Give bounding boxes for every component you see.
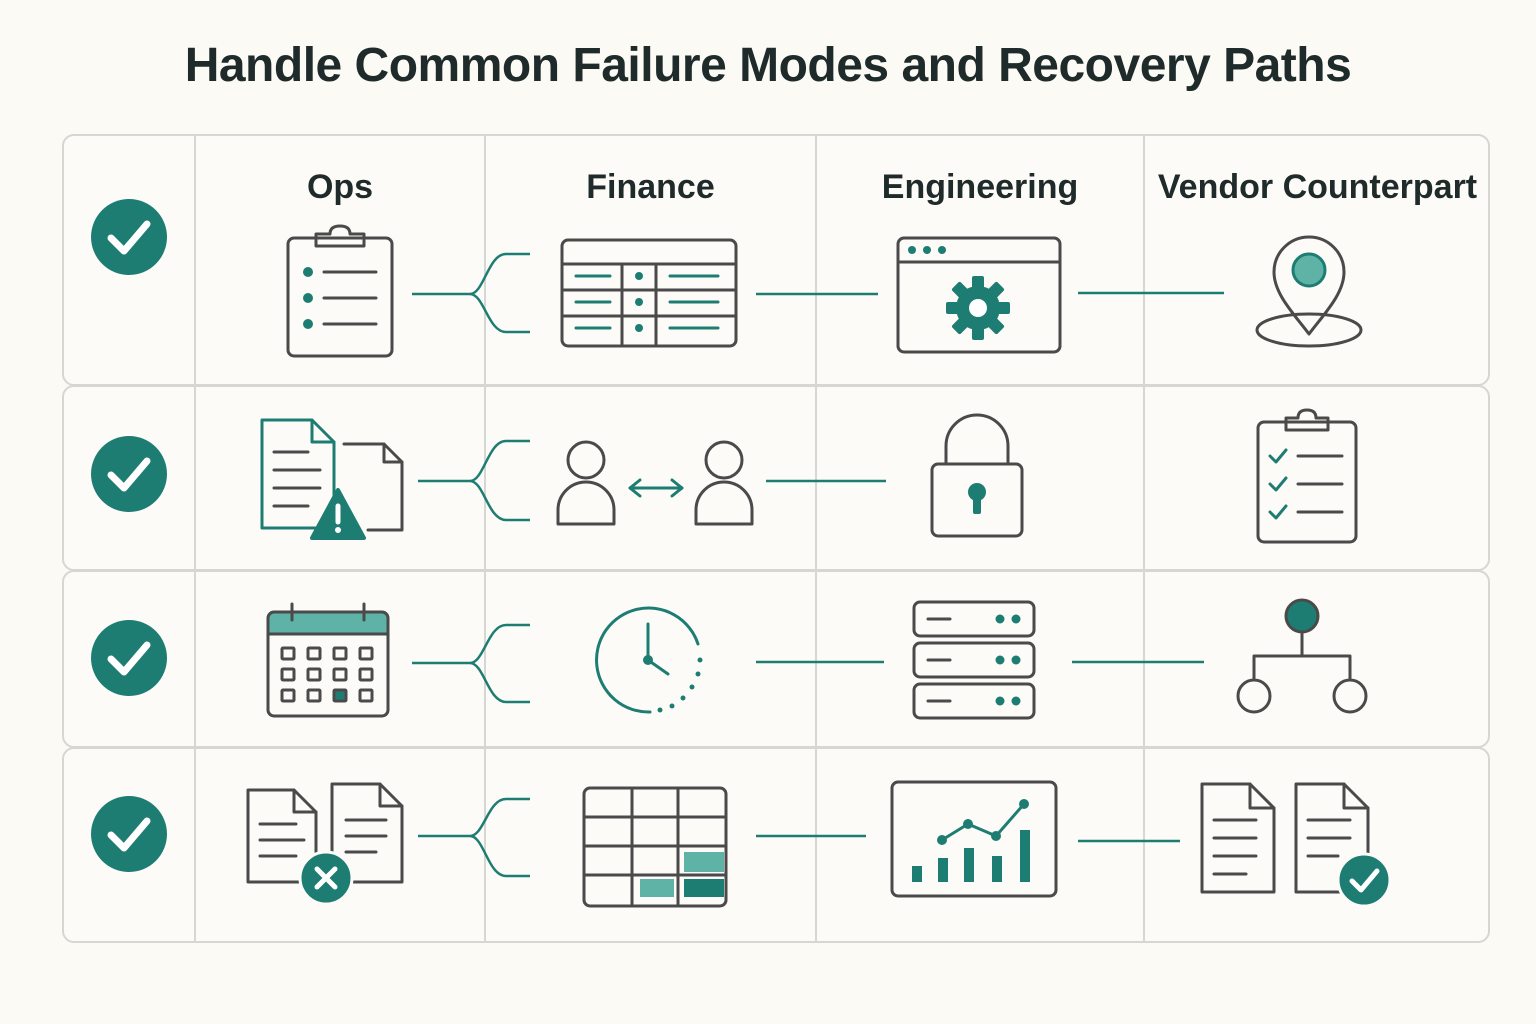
user-exchange-icon — [556, 440, 754, 526]
bar-line-chart-icon — [890, 780, 1058, 898]
connector-line — [1078, 291, 1224, 295]
column-divider — [815, 134, 817, 942]
connector-line — [756, 292, 878, 296]
connector-line — [766, 479, 886, 483]
branch-connector — [412, 252, 530, 334]
connector-line — [1078, 839, 1180, 843]
documents-warning-icon — [260, 418, 404, 540]
branch-connector — [412, 623, 530, 704]
column-header-finance: Finance — [586, 168, 715, 206]
check-circle-icon — [91, 436, 167, 512]
documents-approved-icon — [1200, 782, 1392, 908]
clipboard-list-icon — [286, 224, 394, 358]
column-divider — [1143, 134, 1145, 942]
column-header-ops: Ops — [306, 168, 374, 206]
location-pin-icon — [1255, 235, 1363, 348]
column-header-vendor-counterpart: Vendor Counterpart — [1157, 168, 1478, 206]
connector-line — [756, 834, 866, 838]
documents-error-icon — [246, 782, 404, 906]
browser-gear-icon — [896, 236, 1062, 354]
row-2 — [62, 385, 1490, 571]
page-title: Handle Common Failure Modes and Recovery… — [184, 39, 1352, 92]
branch-connector — [418, 797, 530, 878]
check-circle-icon — [91, 796, 167, 872]
calendar-icon — [266, 602, 390, 718]
padlock-icon — [930, 413, 1024, 538]
row-1 — [62, 134, 1490, 386]
check-circle-icon — [91, 620, 167, 696]
column-divider — [194, 134, 196, 942]
server-stack-icon — [912, 600, 1036, 720]
check-circle-icon — [91, 199, 167, 275]
clipboard-checklist-icon — [1256, 408, 1358, 544]
grid-table-icon — [582, 786, 728, 908]
connector-line — [756, 660, 884, 664]
clock-icon — [595, 606, 703, 714]
row-4 — [62, 747, 1490, 943]
connector-line — [1072, 660, 1204, 664]
column-divider — [484, 134, 486, 942]
column-header-engineering: Engineering — [881, 168, 1079, 206]
branch-connector — [418, 439, 530, 522]
spreadsheet-icon — [560, 238, 738, 348]
hierarchy-icon — [1236, 598, 1368, 714]
